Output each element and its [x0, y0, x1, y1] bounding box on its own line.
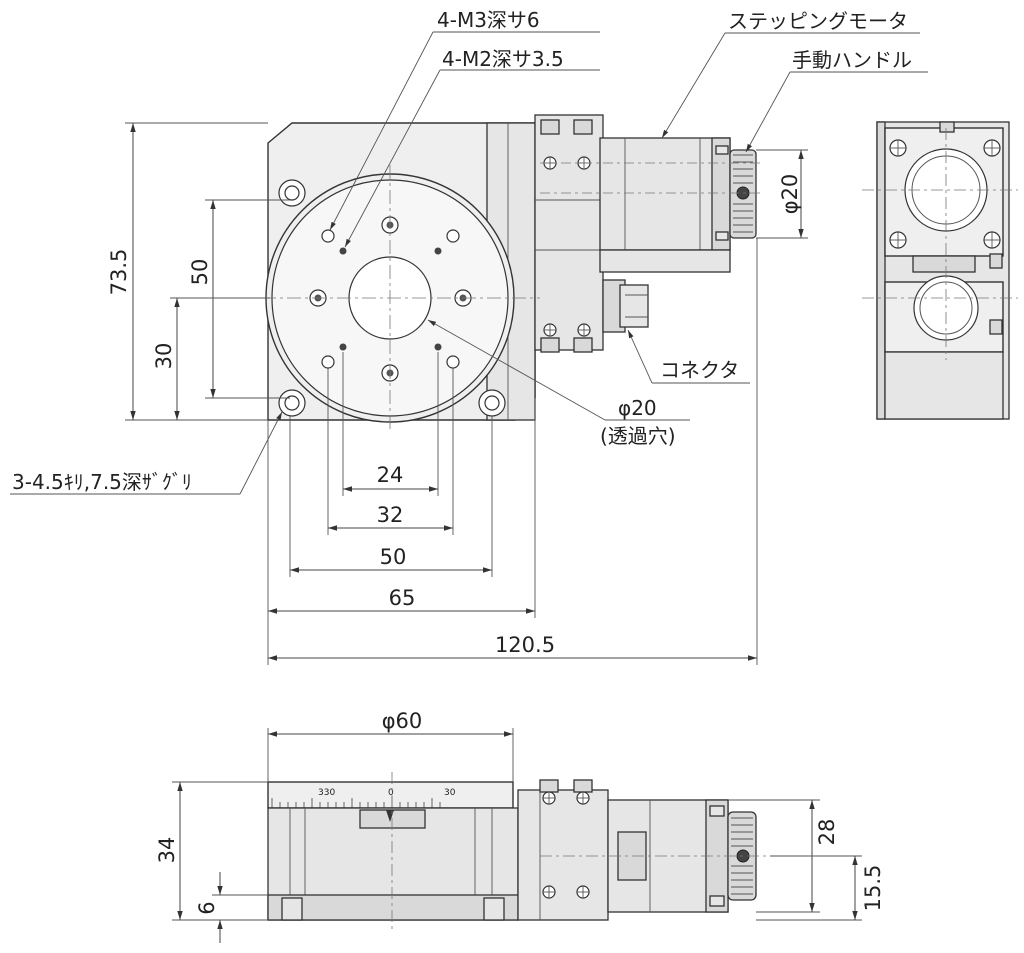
dim-28: 28 — [815, 819, 839, 846]
dim-50-h: 50 — [380, 545, 407, 569]
label-stepping-motor: ステッピングモータ — [728, 9, 908, 33]
dim-24: 24 — [377, 463, 404, 487]
label-connector: コネクタ — [660, 358, 739, 382]
dim-32: 32 — [377, 503, 404, 527]
scale-30: 30 — [444, 788, 456, 798]
end-view — [862, 121, 1018, 420]
mounting-counterbores — [278, 179, 506, 417]
side-view: 330 0 30 — [267, 772, 770, 930]
connector — [602, 279, 649, 333]
angle-scale: 330 0 30 — [271, 788, 456, 808]
label-m2: 4-M2深サ3.5 — [442, 47, 564, 71]
label-manual-handle: 手動ハンドル — [792, 48, 912, 72]
top-view — [262, 114, 760, 430]
side-dimensions: φ60 34 6 28 15.5 — [155, 709, 885, 943]
manual-handle — [729, 149, 757, 239]
scale-330: 330 — [318, 788, 335, 798]
m2-tapped-holes — [339, 247, 442, 351]
dim-15-5: 15.5 — [861, 865, 885, 912]
dim-table-dia: φ60 — [382, 709, 423, 733]
dim-6: 6 — [195, 901, 219, 914]
dim-50-v: 50 — [188, 259, 212, 286]
label-thru-hole-dia: φ20 — [618, 396, 657, 420]
top-labels: 4-M3深サ6 4-M2深サ3.5 ステッピングモータ 手動ハンドル コネクタ … — [10, 8, 928, 495]
dim-34: 34 — [155, 837, 179, 864]
side-gear-block — [517, 789, 609, 921]
end-view-screws — [889, 139, 1001, 249]
gear-block — [534, 114, 604, 351]
dim-73-5: 73.5 — [107, 249, 131, 296]
label-mounting-holes: 3-4.5ｷﾘ,7.5深ｻﾞｸﾞﾘ — [12, 470, 192, 494]
dim-65: 65 — [389, 586, 416, 610]
stepping-motor — [599, 137, 731, 251]
top-dimensions: 73.5 50 30 24 32 50 65 120.5 — [107, 122, 808, 665]
dim-handle-dia: φ20 — [778, 174, 802, 215]
label-thru-hole-note: (透過穴) — [600, 424, 676, 448]
dim-120-5: 120.5 — [495, 633, 555, 657]
label-m3: 4-M3深サ6 — [437, 8, 540, 32]
dim-30-v: 30 — [152, 343, 176, 370]
scale-0: 0 — [388, 788, 394, 798]
